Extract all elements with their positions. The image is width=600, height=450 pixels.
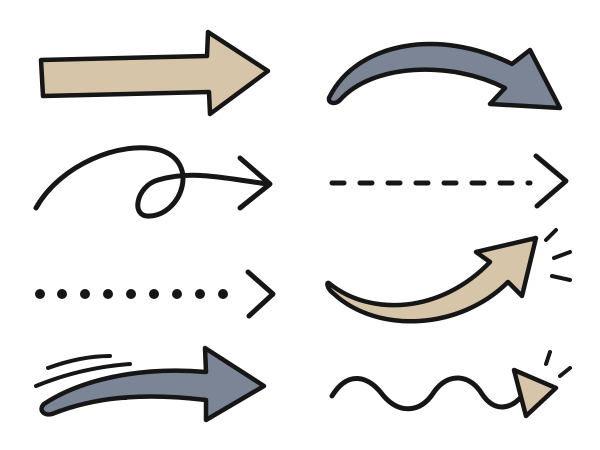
loop-arrow-icon — [33, 145, 273, 219]
curved-block-arrow-icon — [326, 41, 563, 111]
dotted-arrow-icon — [35, 269, 276, 319]
swoosh-arrow-icon — [325, 228, 572, 324]
speed-arrow-icon — [34, 345, 267, 423]
straight-block-arrow-icon — [38, 29, 271, 117]
wavy-arrow-icon — [329, 350, 572, 419]
dashed-arrow-icon — [329, 153, 569, 209]
